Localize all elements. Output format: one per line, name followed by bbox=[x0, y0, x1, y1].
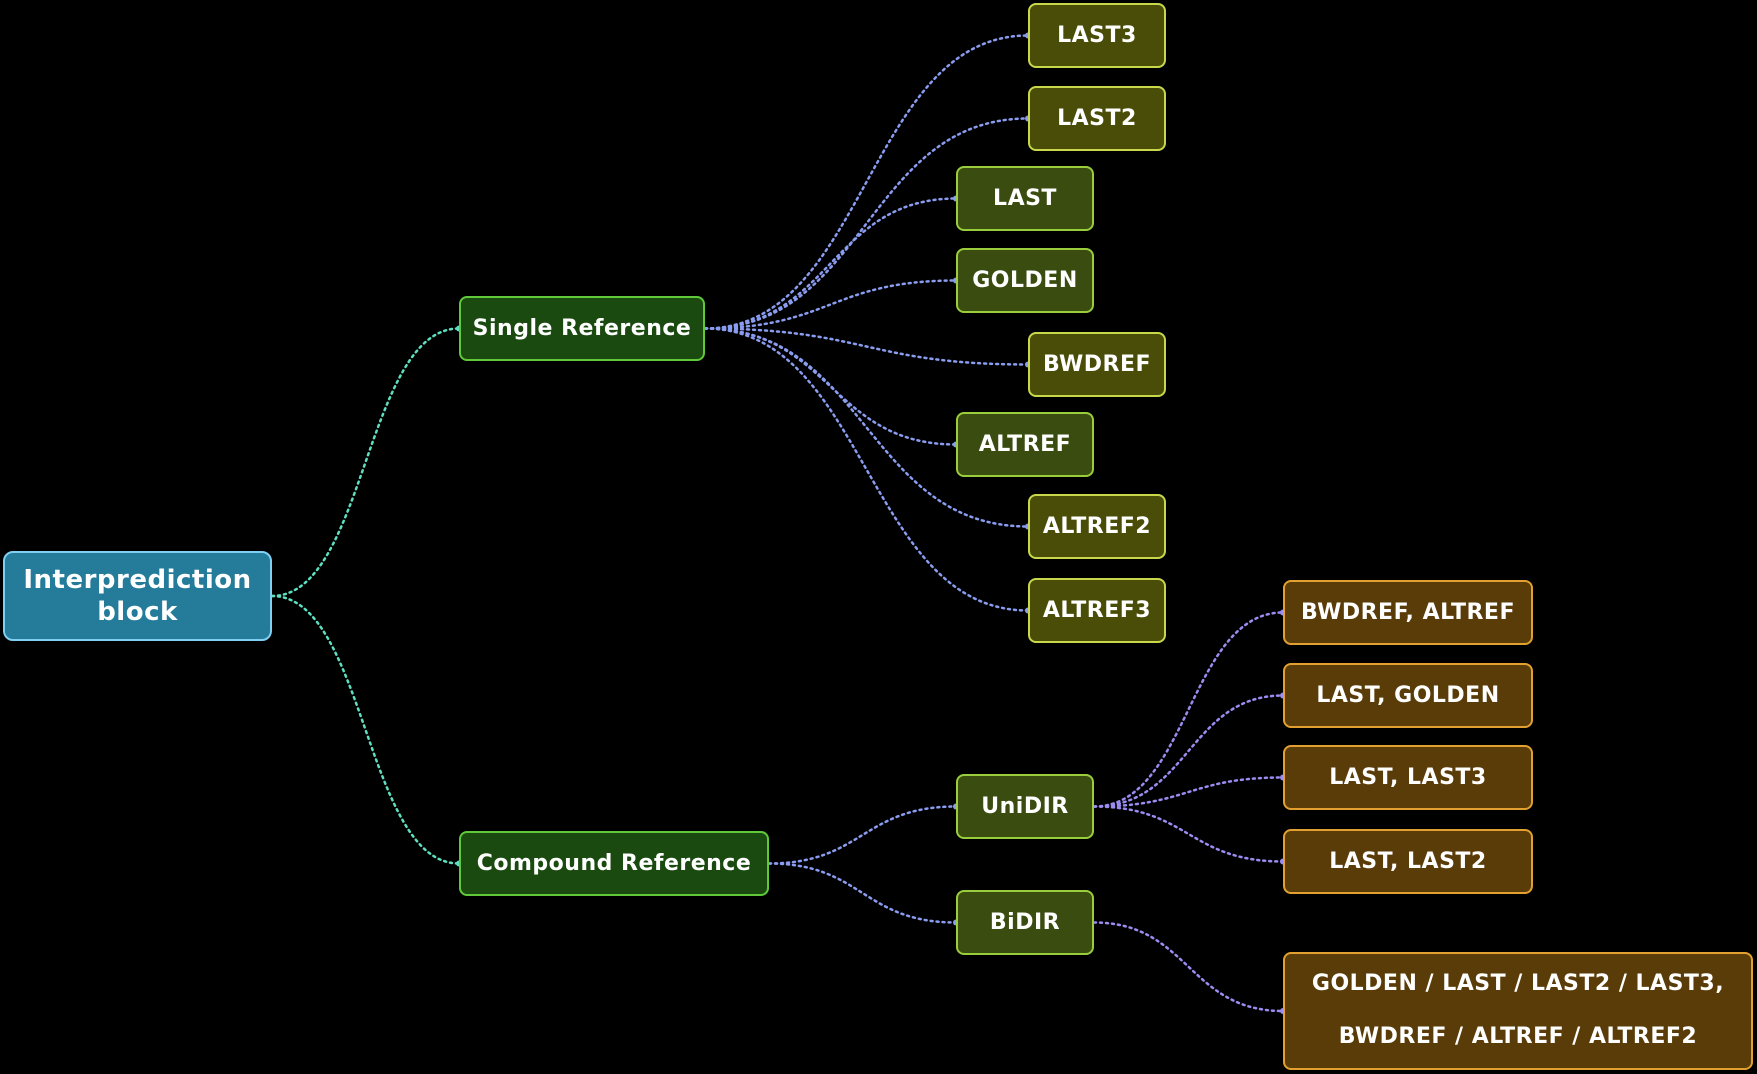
node-bidir-combinations[interactable]: GOLDEN / LAST / LAST2 / LAST3, BWDREF / … bbox=[1283, 952, 1753, 1070]
connector-single-last bbox=[703, 197, 958, 330]
single-child-label: ALTREF3 bbox=[1042, 597, 1152, 623]
connector-single-last3 bbox=[703, 34, 1030, 330]
connector-single-golden bbox=[703, 279, 958, 330]
bidir-child-line2: BWDREF / ALTREF / ALTREF2 bbox=[1338, 1024, 1698, 1049]
single-reference-label: Single Reference bbox=[472, 315, 692, 341]
single-child-label: GOLDEN bbox=[972, 267, 1078, 293]
connector-root-compound bbox=[270, 594, 461, 865]
node-unidir-last-last3[interactable]: LAST, LAST3 bbox=[1283, 745, 1533, 810]
unidir-label: UniDIR bbox=[981, 793, 1069, 819]
node-single-golden[interactable]: GOLDEN bbox=[956, 248, 1094, 313]
node-single-last3[interactable]: LAST3 bbox=[1028, 3, 1166, 68]
node-unidir-bwdref-altref[interactable]: BWDREF, ALTREF bbox=[1283, 580, 1533, 645]
node-single-reference[interactable]: Single Reference bbox=[459, 296, 705, 361]
node-single-altref2[interactable]: ALTREF2 bbox=[1028, 494, 1166, 559]
single-child-label: ALTREF2 bbox=[1042, 513, 1152, 539]
node-unidir-last-last2[interactable]: LAST, LAST2 bbox=[1283, 829, 1533, 894]
connector-compound-unidir bbox=[767, 805, 958, 865]
unidir-child-label: LAST, LAST3 bbox=[1329, 764, 1487, 790]
connector-single-altref bbox=[703, 327, 958, 446]
compound-reference-label: Compound Reference bbox=[476, 850, 752, 876]
connector-unidir-last-golden bbox=[1092, 694, 1285, 808]
connector-bidir-combinations bbox=[1092, 921, 1285, 1013]
connector-compound-bidir bbox=[767, 862, 958, 924]
bidir-child-line1: GOLDEN / LAST / LAST2 / LAST3, bbox=[1311, 971, 1725, 997]
root-node-interprediction-block[interactable]: Interprediction block bbox=[3, 551, 272, 641]
node-compound-reference[interactable]: Compound Reference bbox=[459, 831, 769, 896]
connector-single-altref3 bbox=[703, 327, 1030, 612]
node-single-last[interactable]: LAST bbox=[956, 166, 1094, 231]
unidir-child-label: LAST, GOLDEN bbox=[1316, 682, 1500, 708]
node-single-altref[interactable]: ALTREF bbox=[956, 412, 1094, 477]
connector-unidir-last-last3 bbox=[1092, 776, 1285, 808]
single-child-label: LAST2 bbox=[1057, 105, 1137, 131]
unidir-child-label: BWDREF, ALTREF bbox=[1301, 599, 1515, 625]
single-child-label: ALTREF bbox=[978, 431, 1072, 457]
single-child-label: BWDREF bbox=[1042, 351, 1152, 377]
connector-single-altref2 bbox=[703, 327, 1030, 528]
node-unidir-last-golden[interactable]: LAST, GOLDEN bbox=[1283, 663, 1533, 728]
unidir-child-label: LAST, LAST2 bbox=[1329, 848, 1487, 874]
root-label-line1: Interprediction bbox=[23, 564, 252, 595]
node-unidir[interactable]: UniDIR bbox=[956, 774, 1094, 839]
connector-unidir-bwdref-altref bbox=[1092, 611, 1285, 808]
connector-unidir-last-last2 bbox=[1092, 805, 1285, 863]
connector-single-bwdref bbox=[703, 327, 1030, 366]
single-child-label: LAST bbox=[993, 185, 1057, 211]
single-child-label: LAST3 bbox=[1057, 22, 1137, 48]
root-label-line2: block bbox=[97, 597, 178, 627]
node-single-altref3[interactable]: ALTREF3 bbox=[1028, 578, 1166, 643]
node-bidir[interactable]: BiDIR bbox=[956, 890, 1094, 955]
connector-root-single bbox=[270, 327, 461, 598]
bidir-label: BiDIR bbox=[989, 909, 1061, 935]
node-single-last2[interactable]: LAST2 bbox=[1028, 86, 1166, 151]
node-single-bwdref[interactable]: BWDREF bbox=[1028, 332, 1166, 397]
